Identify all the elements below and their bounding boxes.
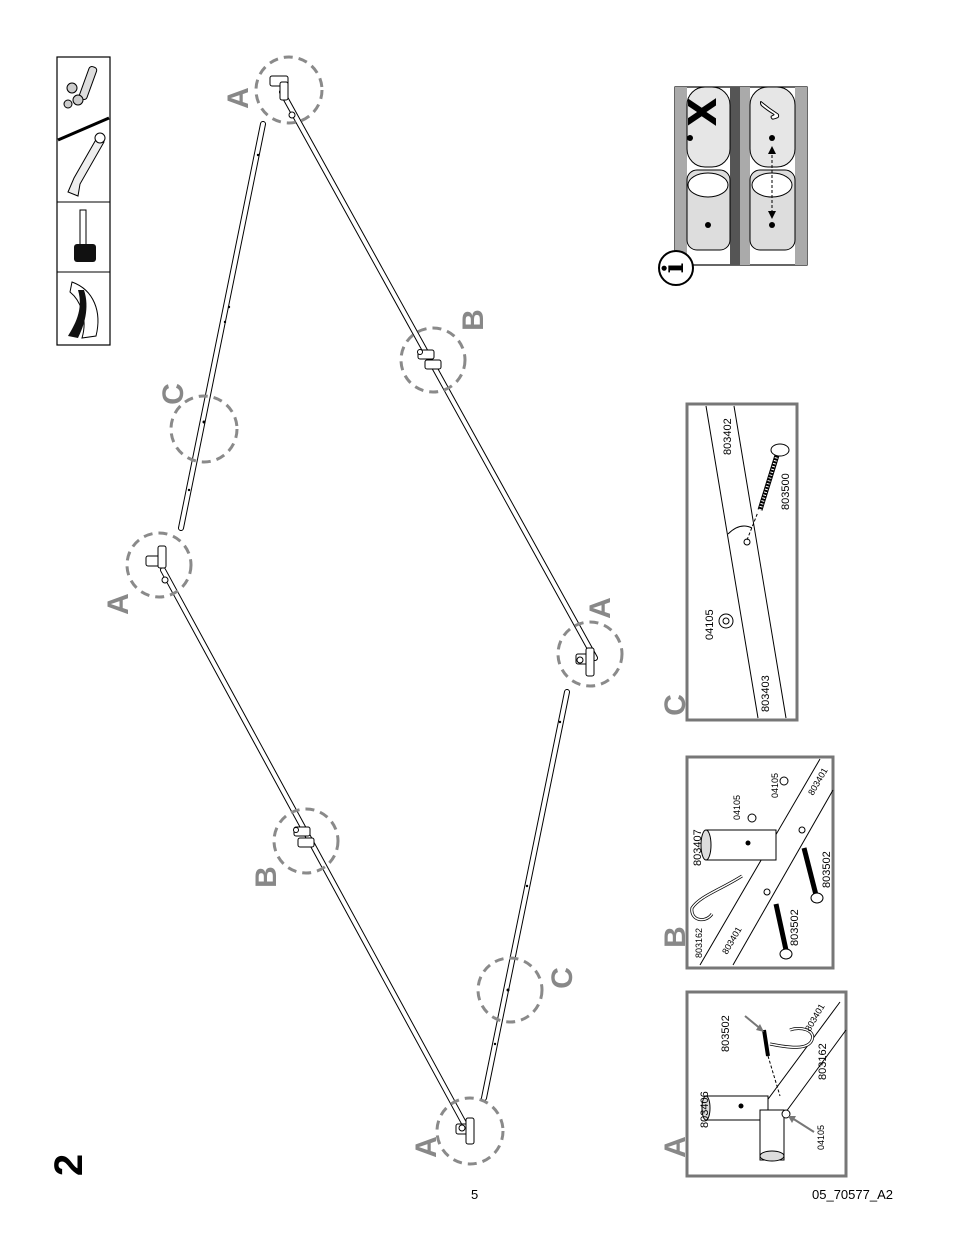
step-number: 2 [47, 1154, 91, 1176]
callout-circle-a-top [254, 55, 324, 125]
detail-c-part: 04105 [704, 609, 716, 640]
connector-a-left [145, 545, 169, 584]
detail-b-part: 04105 [770, 773, 780, 798]
gloves-icon [68, 281, 99, 339]
frame-label-b-right: B [457, 309, 490, 331]
detail-a-part: 04105 [816, 1125, 826, 1150]
frame-label-a-bottom: A [410, 1136, 443, 1158]
page-number: 5 [471, 1187, 479, 1202]
callout-circle-a-bottom [435, 1096, 505, 1166]
callout-circle-c-lower [476, 956, 544, 1024]
info-icon-letter: i [657, 263, 690, 274]
bolt-nut-icon [63, 66, 98, 109]
tools-panel [56, 56, 111, 346]
callout-circle-b-left [272, 807, 340, 875]
callout-circle-a-right [556, 620, 624, 688]
detail-b-part: 803162 [694, 928, 704, 958]
detail-b-part: 803407 [692, 829, 704, 866]
mallet-icon [74, 209, 96, 262]
frame-label-a-right: A [584, 597, 617, 619]
info-icon [658, 250, 694, 286]
detail-c-label: C [659, 694, 692, 716]
wrench-icon [67, 132, 106, 197]
detail-c-part: 803403 [760, 675, 772, 712]
wrong-mark-icon: X [681, 97, 725, 126]
connector-b-left [293, 826, 315, 848]
right-mark-icon: ✓ [751, 96, 791, 125]
detail-b-label: B [659, 926, 692, 948]
detail-a-part: 803406 [699, 1091, 711, 1128]
frame-label-c-upper: C [157, 383, 190, 405]
detail-b-part: 803502 [789, 909, 801, 946]
callout-circle-c-upper [169, 394, 239, 464]
frame-diagram: A B C A A B C A [102, 55, 624, 1166]
detail-c-part: 803500 [780, 473, 792, 510]
detail-a-label: A [659, 1136, 692, 1158]
frame-label-c-lower: C [546, 967, 579, 989]
detail-a-panel: A 803406 803502 803401 803162 04105 [659, 990, 848, 1178]
detail-c-panel: C 803402 803500 04105 803403 [659, 402, 799, 722]
connector-b-right [417, 349, 442, 370]
frame-label-b-left: B [250, 866, 283, 888]
detail-c-part: 803402 [722, 418, 734, 455]
detail-a-part: 803162 [817, 1043, 829, 1080]
callout-circle-b-right [399, 326, 467, 394]
detail-a-part: 803502 [720, 1015, 732, 1052]
connector-a-bottom [455, 1117, 475, 1145]
detail-b-part: 803502 [821, 851, 833, 888]
frame-label-a-top: A [222, 87, 255, 109]
connector-a-top [269, 75, 296, 119]
detail-b-panel: B 803407 04105 04105 803401 803502 80350… [659, 755, 835, 970]
info-panel: X ✓ i [657, 86, 808, 286]
callout-circle-a-left [125, 531, 193, 599]
detail-b-part: 04105 [732, 795, 742, 820]
frame-label-a-left: A [102, 593, 135, 615]
document-code: 05_70577_A2 [812, 1187, 893, 1202]
connector-a-right [575, 647, 595, 677]
